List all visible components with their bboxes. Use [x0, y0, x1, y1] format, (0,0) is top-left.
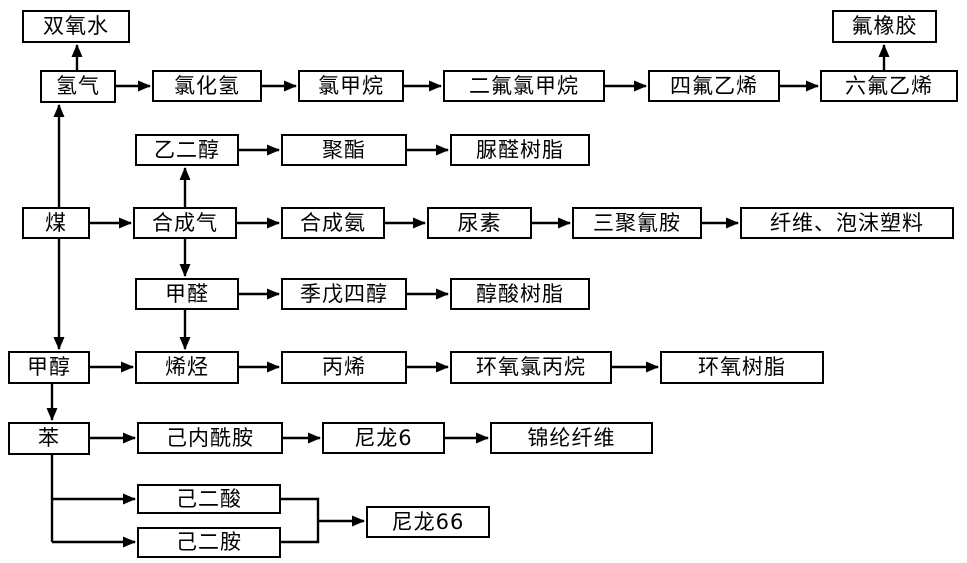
node-benzene: 苯: [8, 422, 90, 455]
node-epoxy-resin: 环氧树脂: [660, 351, 824, 384]
node-caprolactam: 己内酰胺: [137, 422, 283, 454]
node-polyamide-fiber: 锦纶纤维: [490, 422, 653, 454]
node-coal: 煤: [22, 207, 90, 239]
node-difluorochloromethane: 二氟氯甲烷: [443, 70, 605, 102]
node-urea-formaldehyde-resin: 脲醛树脂: [450, 134, 590, 166]
node-ethylene-glycol: 乙二醇: [135, 134, 239, 166]
node-hexafluoroethylene: 六氟乙烯: [820, 70, 958, 102]
node-synthetic-ammonia: 合成氨: [281, 207, 385, 239]
node-polyester: 聚酯: [281, 134, 407, 166]
node-hydrogen: 氢气: [40, 70, 116, 103]
node-adipic-acid: 己二酸: [137, 484, 281, 514]
node-syngas: 合成气: [133, 207, 237, 239]
node-epichlorohydrin: 环氧氯丙烷: [450, 351, 612, 384]
node-fiber-foam-plastic: 纤维、泡沫塑料: [740, 207, 954, 239]
node-propylene: 丙烯: [281, 351, 407, 384]
node-alkyd-resin: 醇酸树脂: [450, 278, 590, 310]
node-hydrogen-chloride: 氯化氢: [152, 70, 262, 102]
nylon-66-merge-connector: [281, 497, 320, 544]
node-formaldehyde: 甲醛: [135, 278, 239, 310]
node-pentaerythritol: 季戊四醇: [281, 278, 407, 310]
node-nylon-66: 尼龙66: [366, 506, 490, 538]
node-chloromethane: 氯甲烷: [298, 70, 404, 102]
node-melamine: 三聚氰胺: [572, 207, 702, 239]
node-tetrafluoroethylene: 四氟乙烯: [648, 70, 780, 102]
node-hexamethylenediamine: 己二胺: [137, 527, 281, 558]
node-hydrogen-peroxide: 双氧水: [22, 10, 130, 43]
node-urea: 尿素: [427, 207, 532, 239]
node-fluoro-rubber: 氟橡胶: [832, 10, 937, 43]
node-methanol: 甲醇: [8, 351, 90, 384]
node-olefins: 烯烃: [135, 351, 239, 384]
node-nylon-6: 尼龙6: [322, 422, 445, 454]
